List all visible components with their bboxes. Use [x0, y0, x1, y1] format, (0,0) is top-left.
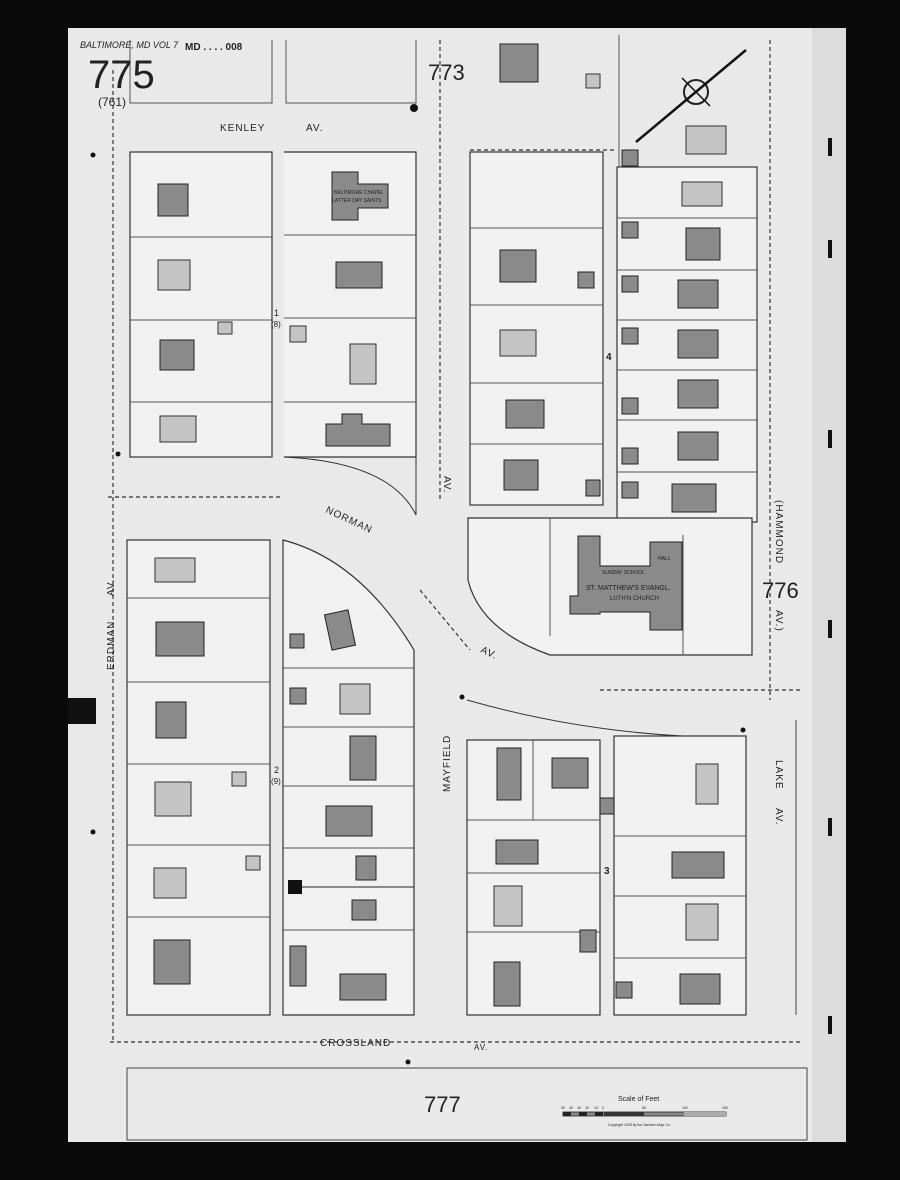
scale-tick: 50 — [561, 1106, 565, 1110]
tab-marker — [68, 698, 96, 724]
block-number-2: 2 — [274, 765, 279, 775]
adjacent-sheet-south: 777 — [424, 1092, 461, 1117]
scale-of-feet: Scale of Feet 50 40 30 20 10 0 50 100 15… — [561, 1096, 728, 1127]
chapel-label-2: LATTER DAY SAINTS — [332, 198, 382, 204]
adjacent-sheet-north: 773 — [428, 60, 465, 85]
street-hammond: (HAMMOND — [773, 500, 784, 564]
binding-holes — [828, 138, 832, 1034]
old-sheet-number: (761) — [98, 95, 126, 109]
water-mains — [108, 40, 800, 1043]
binding-margin — [812, 28, 846, 1142]
block-number-1: 1 — [274, 308, 279, 318]
street-mayfield: MAYFIELD — [442, 735, 453, 792]
copyright: Copyright 1928 by the Sanborn Map Co. — [608, 1123, 671, 1127]
church-block — [467, 517, 753, 656]
street-kenley: KENLEY — [220, 123, 265, 134]
scale-tick: 30 — [577, 1106, 581, 1110]
block-old-number-1: (8) — [271, 320, 281, 329]
street-erdman-av: AV. — [106, 579, 117, 596]
church-label-sunday-school: SUNDAY SCHOOL — [602, 570, 645, 576]
street-lake-av: AV. — [773, 808, 784, 825]
scale-tick: 20 — [585, 1106, 589, 1110]
scale-title: Scale of Feet — [618, 1096, 659, 1103]
scale-tick: 150 — [722, 1106, 728, 1110]
scale-tick: 10 — [594, 1106, 598, 1110]
street-lake: LAKE — [773, 760, 784, 790]
compass-rose-icon — [635, 49, 747, 143]
scale-tick: 100 — [682, 1106, 688, 1110]
sheet-number: 775 — [88, 53, 155, 97]
block-4 — [469, 151, 758, 523]
chapel-label-1: BALTIMORE CHAPEL — [334, 190, 384, 196]
block-2 — [126, 539, 415, 1016]
block-old-number-2: (9) — [271, 777, 281, 786]
sheet-code: MD . . . . 008 — [185, 42, 243, 53]
church-label-hall: HALL — [658, 556, 671, 562]
street-av-upper: AV. — [441, 476, 452, 493]
street-erdman: ERDMAN — [106, 621, 117, 670]
scale-tick: 50 — [642, 1106, 646, 1110]
hydrant-markers — [90, 104, 746, 1065]
block-number-3: 3 — [604, 866, 610, 877]
block-3 — [466, 699, 747, 1016]
south-block-edge — [126, 1067, 808, 1141]
street-crossland: CROSSLAND — [320, 1038, 391, 1049]
adjacent-sheet-east: 776 — [762, 578, 799, 603]
scale-tick: 0 — [602, 1106, 604, 1110]
street-kenley-av: AV. — [306, 123, 323, 134]
street-crossland-av: AV. — [474, 1043, 489, 1052]
scale-tick: 40 — [569, 1106, 573, 1110]
atlas-title: BALTIMORE, MD VOL 7 — [80, 40, 179, 50]
street-hammond-av: AV.) — [773, 610, 784, 632]
block-1 — [129, 151, 417, 516]
church-label-lutheran: LUTH'N CHURCH — [610, 596, 659, 602]
church-label-name: ST. MATTHEW'S EVANGL. — [586, 585, 671, 592]
block-number-4: 4 — [606, 352, 612, 363]
